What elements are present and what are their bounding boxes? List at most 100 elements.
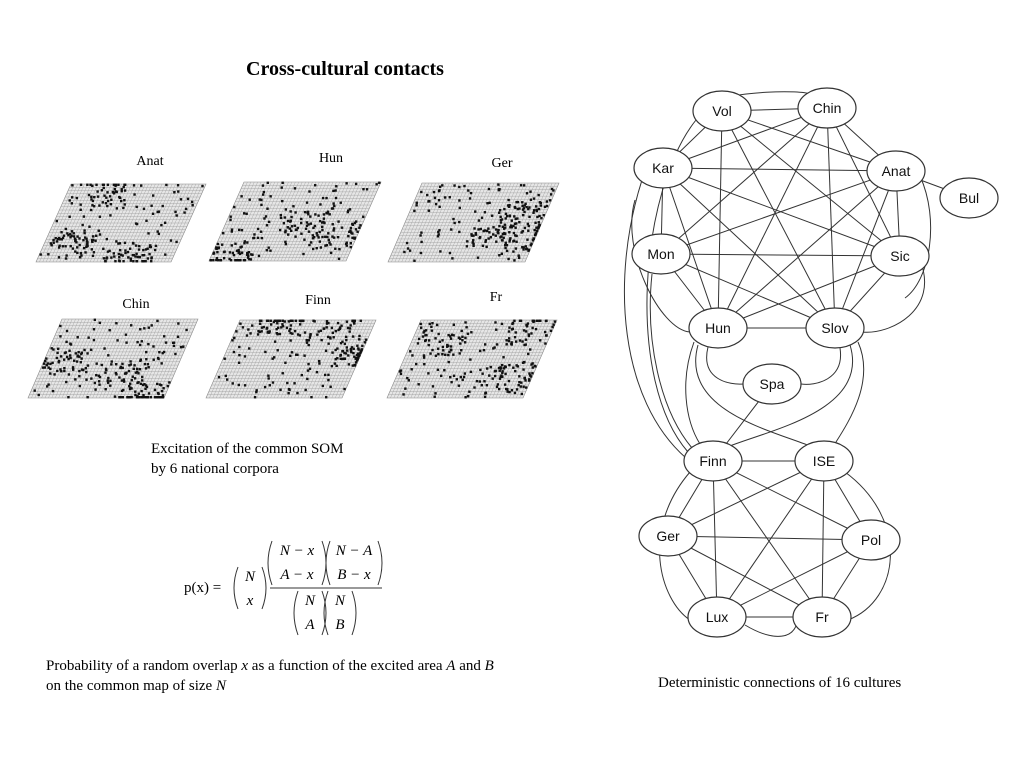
- som-excited-node: [347, 354, 350, 357]
- som-grid-line: [458, 319, 493, 399]
- som-excited-node: [285, 326, 289, 329]
- som-grid-line: [273, 319, 309, 399]
- som-excited-node: [269, 319, 272, 322]
- som-excited-node: [246, 251, 249, 255]
- som-excited-node: [47, 253, 50, 256]
- som-excited-node: [91, 235, 95, 238]
- som-excited-node: [75, 196, 79, 200]
- node-sic: Sic: [870, 235, 930, 277]
- som-excited-node: [437, 233, 440, 236]
- som-excited-node: [130, 378, 133, 382]
- som-excited-node: [108, 195, 112, 198]
- som-excited-node: [257, 254, 261, 258]
- som-excited-node: [522, 246, 525, 249]
- som-excited-node: [512, 366, 515, 369]
- som-excited-node: [500, 322, 504, 326]
- som-excited-node: [118, 255, 121, 259]
- som-excited-node: [537, 193, 540, 197]
- edge-ise-lux: [716, 460, 825, 618]
- node-chin: Chin: [797, 87, 857, 129]
- som-excited-node: [505, 243, 509, 247]
- som-excited-node: [334, 189, 337, 192]
- som-excited-node: [349, 226, 353, 230]
- som-grid-line: [454, 319, 490, 399]
- som-excited-node: [80, 254, 83, 257]
- som-excited-node: [522, 385, 525, 388]
- som-excited-node: [305, 338, 308, 342]
- som-excited-node: [74, 239, 77, 243]
- som-excited-node: [447, 353, 450, 357]
- som-excited-node: [333, 204, 336, 208]
- som-excited-node: [512, 224, 515, 228]
- som-excited-node: [529, 244, 533, 247]
- som-grid-line: [246, 181, 282, 262]
- som-excited-node: [354, 182, 358, 186]
- som-excited-node: [232, 253, 236, 257]
- som-caption-line2: by 6 national corpora: [151, 461, 279, 477]
- som-excited-node: [126, 250, 130, 254]
- som-excited-node: [59, 368, 62, 371]
- som-excited-node: [102, 186, 105, 190]
- som-excited-node: [531, 372, 534, 375]
- som-grid-line: [95, 318, 131, 399]
- som-excited-node: [515, 240, 518, 243]
- som-excited-node: [520, 381, 523, 384]
- som-excited-node: [479, 227, 482, 231]
- som-excited-node: [68, 349, 71, 352]
- som-excited-node: [230, 228, 234, 231]
- som-excited-node: [351, 335, 355, 338]
- som-excited-node: [271, 357, 274, 360]
- som-excited-node: [91, 254, 95, 258]
- som-excited-node: [317, 330, 320, 333]
- edge-curve-slov-spa: [800, 347, 841, 385]
- som-excited-node: [303, 238, 306, 241]
- som-excited-node: [287, 233, 290, 236]
- som-excited-node: [327, 373, 330, 377]
- node-lux: Lux: [687, 596, 747, 638]
- som-excited-node: [310, 395, 313, 399]
- som-excited-node: [498, 224, 501, 228]
- som-excited-node: [134, 371, 138, 374]
- som-excited-node: [318, 240, 322, 243]
- som-excited-node: [90, 195, 93, 199]
- som-grid-line: [246, 319, 281, 399]
- som-excited-node: [150, 256, 153, 259]
- som-excited-node: [538, 339, 542, 342]
- som-excited-node: [49, 372, 52, 375]
- som-excited-node: [309, 333, 312, 336]
- som-excited-node: [283, 320, 286, 323]
- som-excited-node: [67, 373, 71, 376]
- som-grid-line: [488, 319, 524, 399]
- som-excited-node: [488, 231, 491, 234]
- som-excited-node: [129, 257, 132, 260]
- som-excited-node: [216, 251, 219, 254]
- som-excited-node: [531, 366, 534, 369]
- som-excited-node: [333, 362, 337, 365]
- som-map-chin: [27, 318, 199, 399]
- som-label-anat: Anat: [136, 154, 164, 169]
- som-excited-node: [514, 206, 517, 210]
- som-excited-node: [118, 396, 121, 399]
- som-excited-node: [222, 257, 226, 260]
- som-excited-node: [289, 331, 292, 335]
- probability-caption-line1: Probability of a random overlap x as a f…: [46, 656, 586, 676]
- som-excited-node: [334, 196, 338, 200]
- som-excited-node: [494, 321, 497, 324]
- som-grid-line: [403, 319, 439, 399]
- som-excited-node: [153, 248, 157, 252]
- som-excited-node: [104, 388, 107, 391]
- som-grid-line: [277, 181, 313, 262]
- som-excited-node: [66, 232, 69, 235]
- som-excited-node: [120, 379, 124, 382]
- som-excited-node: [100, 363, 103, 367]
- som-excited-node: [424, 329, 428, 332]
- som-excited-node: [289, 324, 293, 327]
- som-excited-node: [143, 396, 147, 399]
- som-excited-node: [472, 239, 475, 242]
- som-excited-node: [65, 254, 68, 257]
- som-excited-node: [110, 363, 113, 366]
- som-excited-node: [237, 383, 240, 387]
- som-excited-node: [428, 199, 431, 203]
- node-ise: ISE: [794, 440, 854, 482]
- som-grid-line: [116, 183, 153, 263]
